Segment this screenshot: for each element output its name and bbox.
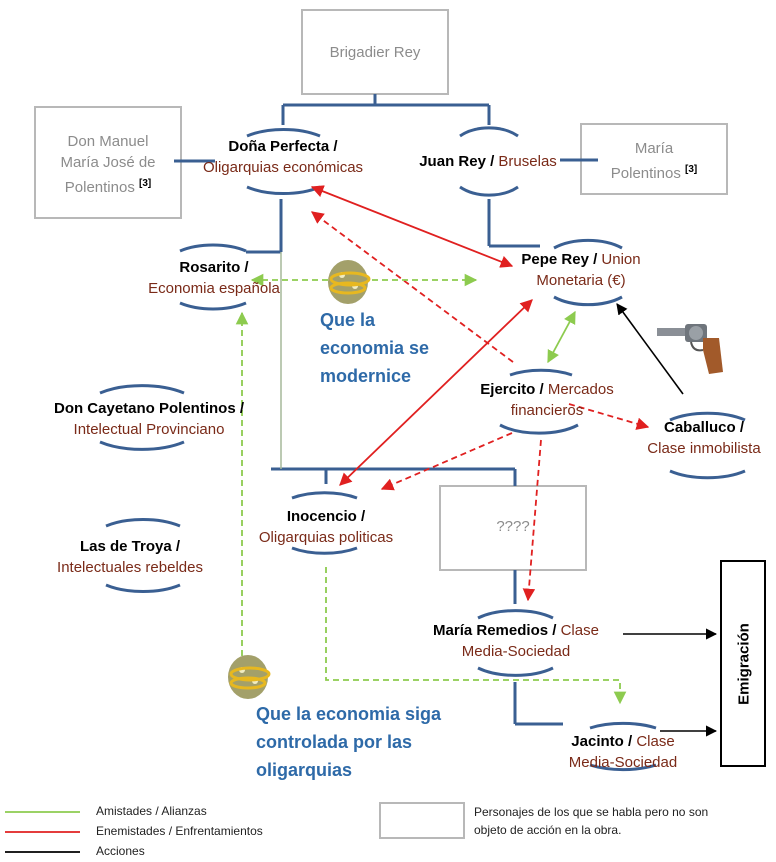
- legend-enmity: Enemistades / Enfrentamientos: [96, 824, 263, 838]
- legend-box-line-1: Personajes de los que se habla pero no s…: [474, 805, 709, 819]
- character-jacinto: Jacinto / Clase Media-Sociedad: [553, 731, 693, 773]
- character-juan-rey: Juan Rey / Bruselas: [408, 151, 568, 172]
- maria-line-1: María: [634, 140, 674, 157]
- revolver-icon: [657, 324, 723, 374]
- maria-text: Polentinos: [610, 165, 681, 182]
- character-inocencio: Inocencio / Oligarquias politicas: [238, 506, 414, 548]
- character-remedios: María Remedios / Clase Media-Sociedad: [418, 620, 614, 662]
- maria-polentinos-box: [580, 123, 728, 195]
- jacinto-name: Jacinto /: [571, 733, 633, 750]
- juan-rey-role: Bruselas: [498, 153, 557, 170]
- pepe-rey-role-a: Union: [601, 251, 641, 268]
- inocencio-role: Oligarquias politicas: [258, 529, 394, 546]
- legend-box-desc: Personajes de los que se habla pero no s…: [474, 803, 708, 839]
- note-oligarquias-line-2: controlada por las: [256, 732, 413, 752]
- ejercito-role-b: financieros: [510, 402, 584, 419]
- brigadier-label: Brigadier Rey: [329, 44, 421, 61]
- character-ejercito: Ejercito / Mercados financieros: [462, 379, 632, 421]
- caballuco-name: Caballuco /: [663, 419, 745, 436]
- character-pepe-rey: Pepe Rey / Union Monetaria (€): [506, 249, 656, 291]
- note-modernice-line-2: economia se: [320, 338, 430, 358]
- money-bag-icon: [228, 655, 271, 699]
- pepe-rey-name: Pepe Rey /: [521, 251, 598, 268]
- cayetano-name: Don Cayetano Polentinos /: [53, 400, 245, 417]
- cayetano-role: Intelectual Provinciano: [73, 421, 225, 438]
- note-oligarquias-line-1: Que la economia siga: [256, 704, 442, 724]
- money-bag-icon: [328, 260, 371, 304]
- unknown-label: ????: [496, 518, 530, 535]
- remedios-role-b: Media-Sociedad: [461, 643, 571, 660]
- ejercito-role-a: Mercados: [547, 381, 614, 398]
- character-troya: Las de Troya / Intelectuales rebeldes: [40, 536, 220, 578]
- emigracion-box: [720, 560, 766, 767]
- emigracion-label: Emigración: [735, 622, 752, 705]
- emigracion-label-wrap: Emigración: [722, 561, 765, 766]
- perfecta-name: Doña Perfecta /: [228, 138, 338, 155]
- character-cayetano: Don Cayetano Polentinos / Intelectual Pr…: [36, 398, 262, 440]
- action-lines: [616, 303, 718, 737]
- legend-box-line-2: objeto de acción en la obra.: [474, 823, 622, 837]
- note-modernice-line-3: modernice: [320, 366, 412, 386]
- don-manuel-line-1: Don Manuel: [67, 133, 149, 150]
- note-oligarquias: Que la economia siga controlada por las …: [256, 700, 496, 784]
- jacinto-role-b: Media-Sociedad: [568, 754, 678, 771]
- ejercito-name: Ejercito /: [480, 381, 544, 398]
- don-manuel-text: Polentinos: [64, 179, 135, 196]
- character-caballuco: Caballuco / Clase inmobilista: [634, 417, 774, 459]
- note-modernice-line-1: Que la: [320, 310, 376, 330]
- don-manuel-line-2: María José de: [60, 154, 156, 171]
- don-manuel-line-3: Polentinos [3]: [35, 173, 181, 198]
- note-oligarquias-line-3: oligarquias: [256, 760, 353, 780]
- character-rosarito: Rosarito / Economia española: [134, 257, 294, 299]
- footnote-mark: [3]: [139, 178, 152, 189]
- maria-polentinos-label: María Polentinos [3]: [581, 138, 727, 184]
- legend-action: Acciones: [96, 844, 145, 858]
- maria-line-2: Polentinos [3]: [581, 159, 727, 184]
- don-manuel-box: [34, 106, 182, 219]
- character-perfecta: Doña Perfecta / Oligarquias económicas: [180, 136, 386, 178]
- rosarito-role: Economia española: [148, 280, 280, 297]
- troya-role: Intelectuales rebeldes: [57, 559, 203, 576]
- remedios-role-a: Clase: [560, 622, 599, 639]
- legend-alliance: Amistades / Alianzas: [96, 804, 207, 818]
- enmity-lines: [310, 185, 650, 602]
- troya-name: Las de Troya /: [79, 538, 181, 555]
- remedios-name: María Remedios /: [433, 622, 557, 639]
- jacinto-role-a: Clase: [636, 733, 675, 750]
- legend-lines: [5, 811, 80, 853]
- don-manuel-label: Don Manuel María José de Polentinos [3]: [35, 131, 181, 198]
- inocencio-name: Inocencio /: [286, 508, 366, 525]
- caballuco-role: Clase inmobilista: [647, 440, 761, 457]
- unknown-box: [439, 485, 587, 571]
- juan-rey-name: Juan Rey /: [419, 153, 495, 170]
- legend-box-swatch: [379, 802, 465, 839]
- brigadier-box: [301, 9, 449, 95]
- pepe-rey-role-b: Monetaria (€): [536, 272, 626, 289]
- note-modernice: Que la economia se modernice: [320, 306, 480, 390]
- rosarito-name: Rosarito /: [179, 259, 249, 276]
- perfecta-role: Oligarquias económicas: [202, 159, 364, 176]
- footnote-mark: [3]: [685, 164, 698, 175]
